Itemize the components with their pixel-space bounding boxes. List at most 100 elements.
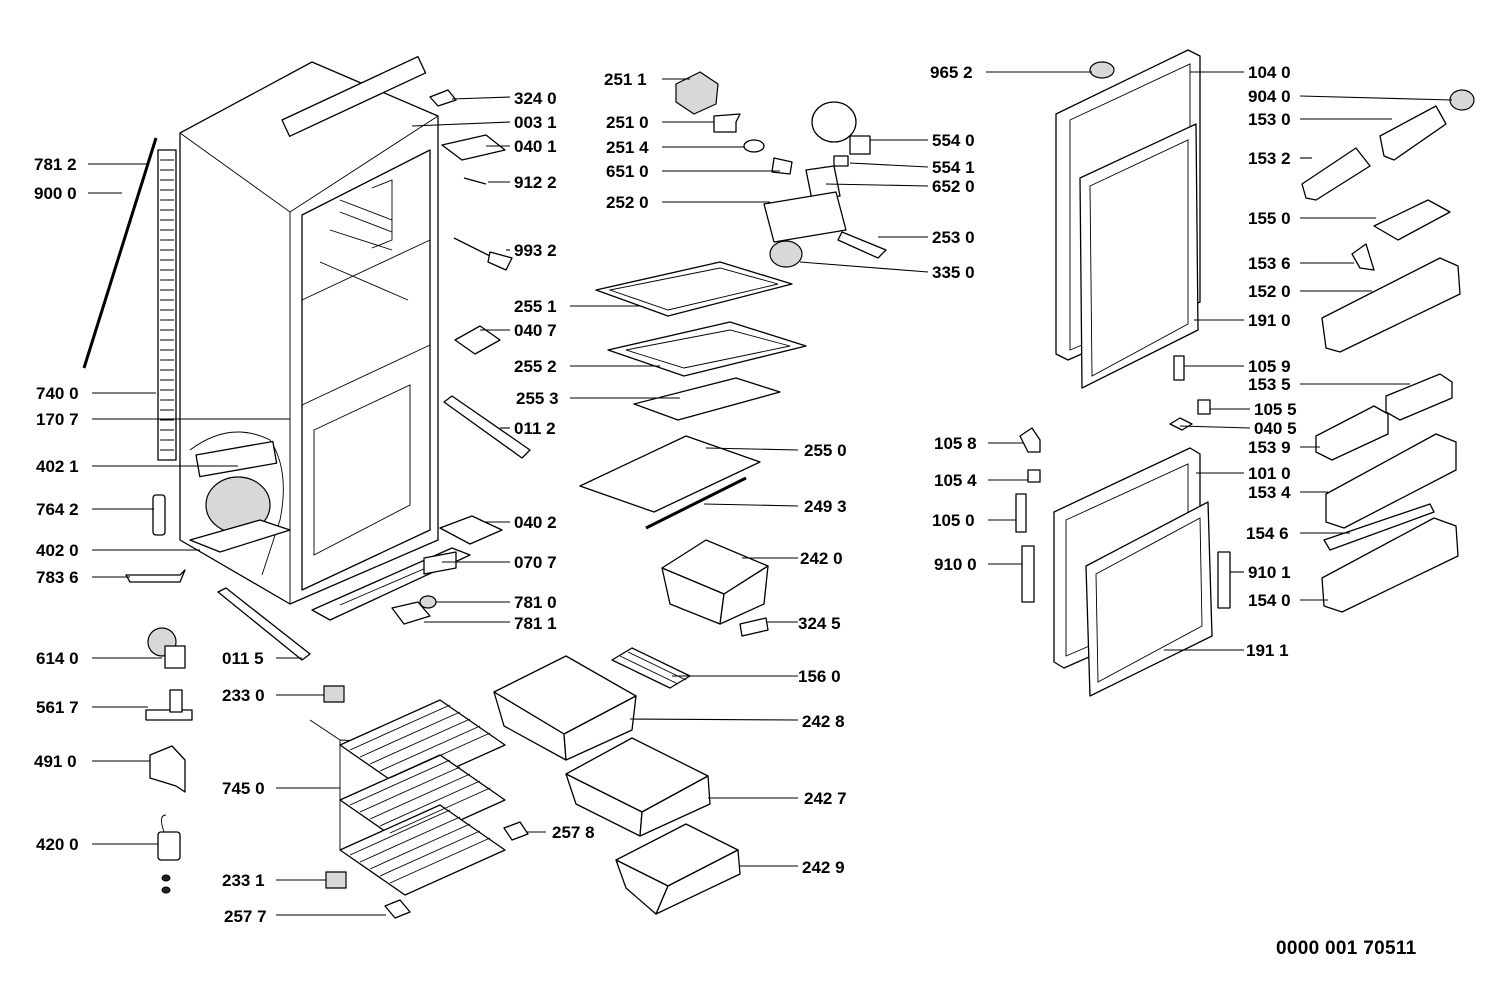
capillary-clip — [125, 569, 186, 583]
callout-554-1: 554 1 — [932, 158, 975, 177]
callout-251-1: 251 1 — [604, 70, 647, 89]
callout-910-0: 910 0 — [934, 555, 977, 574]
callout-257-7: 257 7 — [224, 907, 267, 926]
callout-965-2: 965 2 — [930, 63, 973, 82]
callout-153-4: 153 4 — [1248, 483, 1291, 502]
callout-105-8: 105 8 — [934, 434, 977, 453]
callout-153-5: 153 5 — [1248, 375, 1291, 394]
callout-491-0: 491 0 — [34, 752, 77, 771]
shelf-stop-2 — [503, 821, 529, 841]
butter-lid-small — [1301, 147, 1371, 201]
fan-motor — [675, 71, 719, 115]
callout-105-4: 105 4 — [934, 471, 977, 490]
callout-324-0: 324 0 — [514, 89, 557, 108]
grille — [391, 601, 431, 625]
callout-335-0: 335 0 — [932, 263, 975, 282]
glass-shelf-small — [633, 377, 781, 421]
callout-040-5: 040 5 — [1254, 419, 1297, 438]
capacitor — [157, 814, 181, 894]
sensor-part — [837, 231, 887, 259]
cover-part — [423, 551, 457, 575]
hinge-small — [1019, 427, 1041, 453]
callout-152-0: 152 0 — [1248, 282, 1291, 301]
lamp-part — [453, 237, 513, 271]
callout-104-0: 104 0 — [1248, 63, 1291, 82]
callout-191-0: 191 0 — [1248, 311, 1291, 330]
filter-drier — [152, 494, 166, 536]
callout-912-2: 912 2 — [514, 173, 557, 192]
callout-764-2: 764 2 — [36, 500, 79, 519]
callout-781-2: 781 2 — [34, 155, 77, 174]
callout-170-7: 170 7 — [36, 410, 79, 429]
callout-242-7: 242 7 — [804, 789, 847, 808]
callout-781-1: 781 1 — [514, 614, 557, 633]
shelf-clip-lower — [325, 871, 347, 889]
callout-233-0: 233 0 — [222, 686, 265, 705]
callout-561-7: 561 7 — [36, 698, 79, 717]
callout-255-0: 255 0 — [804, 441, 847, 460]
callout-253-0: 253 0 — [932, 228, 975, 247]
handle-left — [1021, 545, 1035, 603]
hinge-pin — [1173, 355, 1185, 381]
control-unit — [805, 165, 841, 201]
callout-745-0: 745 0 — [222, 779, 265, 798]
hinge-top — [429, 89, 457, 107]
freezer-door-gasket — [1085, 501, 1213, 697]
callout-labels: 781 2 900 0 740 0 170 7 402 1 764 2 402 … — [34, 63, 1297, 926]
callout-554-0: 554 0 — [932, 131, 975, 150]
clip-part — [454, 325, 501, 355]
callout-249-3: 249 3 — [804, 497, 847, 516]
callout-154-0: 154 0 — [1248, 591, 1291, 610]
callout-191-1: 191 1 — [1246, 641, 1289, 660]
butter-lid — [1379, 105, 1447, 161]
callout-420-0: 420 0 — [36, 835, 79, 854]
switch-part — [833, 155, 849, 167]
screw — [463, 177, 487, 185]
door-bin-lower — [1321, 517, 1459, 613]
callout-255-1: 255 1 — [514, 297, 557, 316]
freezer-drawer-3 — [615, 823, 741, 915]
callout-154-6: 154 6 — [1246, 524, 1289, 543]
crisper-drawer — [661, 539, 769, 625]
bracket-part — [713, 113, 741, 133]
freezer-drawer-2 — [565, 737, 711, 837]
callout-324-5: 324 5 — [798, 614, 841, 633]
bin-divider — [1351, 243, 1375, 271]
rail-left — [217, 587, 311, 661]
cap-part — [1027, 469, 1041, 483]
shelf-strip — [645, 476, 747, 530]
callout-900-0: 900 0 — [34, 184, 77, 203]
leader-lines — [88, 71, 1453, 916]
callout-402-0: 402 0 — [36, 541, 79, 560]
callout-070-7: 070 7 — [514, 553, 557, 572]
light-socket — [771, 157, 793, 175]
freezer-drawer-1 — [493, 655, 637, 761]
thermostat-part — [147, 627, 186, 669]
drain-tube — [82, 137, 158, 369]
callout-251-4: 251 4 — [606, 138, 649, 157]
callout-153-6: 153 6 — [1248, 254, 1291, 273]
callout-040-7: 040 7 — [514, 321, 557, 340]
callout-251-0: 251 0 — [606, 113, 649, 132]
handle-right — [1217, 551, 1231, 609]
relay-part — [145, 689, 193, 721]
callout-910-1: 910 1 — [1248, 563, 1291, 582]
callout-242-9: 242 9 — [802, 858, 845, 877]
callout-011-5: 011 5 — [222, 649, 264, 668]
callout-040-1: 040 1 — [514, 137, 557, 156]
callout-242-0: 242 0 — [800, 549, 843, 568]
ice-tray — [611, 647, 691, 689]
callout-255-2: 255 2 — [514, 357, 557, 376]
bottle-rack — [1325, 433, 1457, 529]
hinge-bracket — [1015, 493, 1027, 533]
callout-153-2: 153 2 — [1248, 149, 1291, 168]
callout-651-0: 651 0 — [606, 162, 649, 181]
callout-242-8: 242 8 — [802, 712, 845, 731]
shelf-frame — [607, 321, 807, 377]
callout-011-2: 011 2 — [514, 419, 556, 438]
small-block — [1197, 399, 1211, 415]
door-bin-upper — [1321, 257, 1461, 353]
relay-cover — [149, 745, 186, 793]
freezer-wire-shelves — [309, 699, 506, 896]
callout-252-0: 252 0 — [606, 193, 649, 212]
